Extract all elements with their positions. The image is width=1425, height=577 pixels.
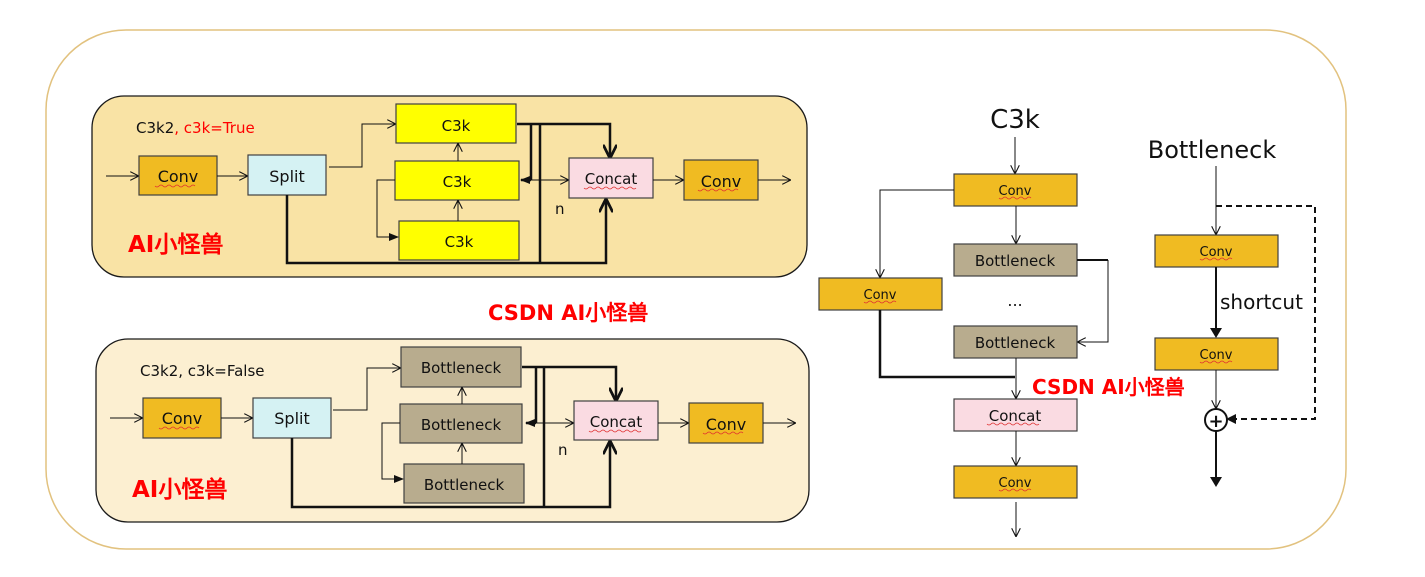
output-arrowhead [1210, 477, 1222, 487]
c3k-concat [953, 398, 1078, 432]
center-watermark: CSDN AI小怪兽 [488, 301, 648, 325]
panel-true-title-suffix: , c3k=True [174, 119, 254, 137]
c3k-bottleneck-1-label: Bottleneck [975, 252, 1056, 270]
split-box [252, 397, 332, 439]
shortcut-label: shortcut [1220, 290, 1303, 314]
bottleneck-block-2 [399, 403, 523, 444]
concat-label: Concat [585, 170, 638, 188]
bottleneck-block-3-label: Bottleneck [424, 476, 505, 494]
spellcheck-underline [1199, 257, 1233, 261]
spellcheck-underline [998, 488, 1032, 492]
panel-c3k-true: C3k2, c3k=True Conv Split C3k C3k C3k [91, 95, 808, 278]
c3k-block-3-label: C3k [445, 233, 474, 251]
split-bypass-arrow [290, 438, 610, 509]
panel-true-title-prefix: C3k2 [136, 119, 174, 137]
spellcheck-underline [588, 429, 642, 433]
side-conv-merge-line [878, 310, 1015, 379]
c3k-block-1 [395, 103, 517, 144]
conv-label: Conv [162, 409, 203, 428]
c3k-block-3 [398, 220, 520, 261]
spellcheck-underline [986, 422, 1040, 426]
conv-box [138, 155, 218, 196]
block-to-concat-arrow [517, 122, 610, 157]
conv-label: Conv [158, 167, 199, 186]
panel-false-title: C3k2, c3k=False [140, 362, 264, 380]
block-to-concat-arrow [522, 365, 616, 400]
concat-box [568, 157, 654, 199]
c3k-side-conv-label: Conv [864, 288, 897, 303]
c3k-ellipsis: ... [1007, 291, 1022, 310]
bottleneck-conv-1-label: Conv [1200, 245, 1233, 260]
panel-true-title: C3k2, c3k=True [136, 119, 255, 137]
out-conv-label: Conv [701, 172, 742, 191]
conv-box [142, 397, 222, 439]
c3k-side-conv [818, 277, 943, 311]
c3k-title: C3k [990, 105, 1040, 135]
add-symbol: + [1208, 411, 1223, 432]
out-conv-label: Conv [706, 415, 747, 434]
c3k-top-conv-label: Conv [999, 184, 1032, 199]
spellcheck-underline [998, 196, 1032, 200]
bottleneck-block-3 [403, 463, 525, 504]
c3k-watermark: CSDN AI小怪兽 [1032, 375, 1185, 399]
c3k-bottleneck-2-label: Bottleneck [975, 334, 1056, 352]
conv-to-conv-arrowhead [1210, 328, 1222, 338]
c3k-out-conv-label: Conv [999, 476, 1032, 491]
c3k-block-1-label: C3k [442, 117, 471, 135]
c3k-bottleneck-1 [953, 243, 1078, 277]
bottleneck-diagram: Bottleneck Conv shortcut Conv + [1148, 136, 1316, 487]
out-conv-box [688, 402, 764, 444]
panel-c3k-false: C3k2, c3k=False Conv Split Bottleneck Bo… [95, 338, 810, 523]
to-side-conv-arrow [880, 189, 954, 277]
c3k-concat-label: Concat [989, 407, 1042, 425]
loop-arrow [381, 422, 404, 483]
spellcheck-underline [583, 186, 637, 190]
c3k-block-2-label: C3k [443, 173, 472, 191]
bottleneck-skip-arrow [1078, 260, 1109, 342]
bottleneck-conv-2-label: Conv [1200, 348, 1233, 363]
spellcheck-underline [1199, 360, 1233, 364]
n-label: n [558, 441, 568, 459]
spellcheck-underline [863, 300, 897, 304]
spellcheck-underline [702, 431, 744, 435]
spellcheck-underline [158, 426, 200, 430]
split-bypass-arrow [285, 195, 606, 265]
bottleneck-block-1 [400, 346, 522, 388]
split-to-block-arrow [329, 124, 395, 168]
spellcheck-underline [697, 188, 739, 192]
loop-arrow [376, 179, 399, 241]
split-label: Split [269, 167, 304, 186]
shortcut-dashed-line [1216, 205, 1316, 420]
n-label: n [555, 200, 565, 218]
bottleneck-block-1-label: Bottleneck [421, 359, 502, 377]
concat-box [573, 400, 659, 441]
split-to-block-arrow [333, 368, 400, 411]
split-label: Split [274, 409, 309, 428]
shortcut-arrowhead [1226, 414, 1236, 424]
c3k-diagram: C3k Conv Conv Bottleneck ... Bottleneck … [818, 105, 1185, 536]
panel-false-watermark: AI小怪兽 [132, 476, 227, 503]
panel-true-watermark: AI小怪兽 [128, 231, 223, 258]
spellcheck-underline [154, 184, 196, 188]
c3k-out-conv [953, 465, 1078, 499]
bottleneck-block-2-label: Bottleneck [421, 416, 502, 434]
bottleneck-conv-1 [1154, 234, 1279, 268]
concat-label: Concat [590, 413, 643, 431]
bottleneck-title: Bottleneck [1148, 136, 1277, 164]
